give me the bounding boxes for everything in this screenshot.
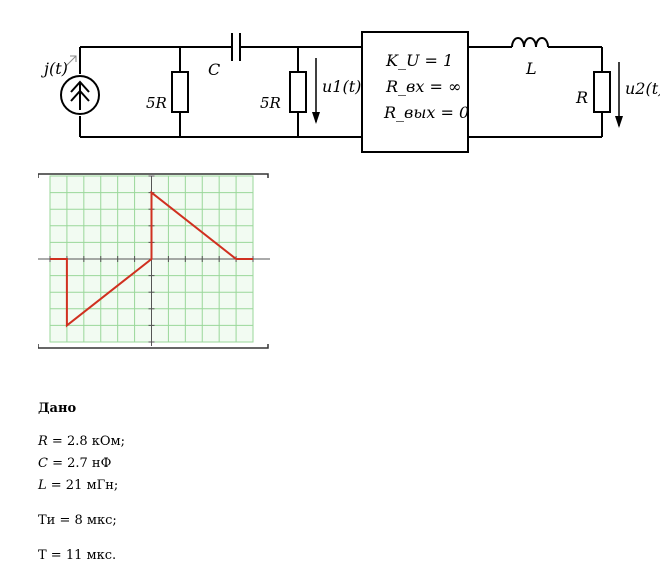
resistor-5r-2 — [289, 71, 307, 113]
t-value: = 11 мкс. — [46, 548, 117, 563]
given-t: T = 11 мкс. — [38, 548, 116, 563]
ti-symbol: Tи — [38, 513, 56, 528]
u2-arrowhead-icon — [615, 116, 623, 128]
r-value: = 2.8 кОм; — [47, 434, 126, 449]
inductor-symbol — [511, 37, 549, 48]
r2-label: 5R — [260, 94, 281, 112]
t-symbol: T — [38, 548, 47, 563]
inductor-label: L — [525, 59, 537, 78]
waveform-trace — [50, 190, 253, 328]
given-c: C = 2.7 нФ — [38, 456, 111, 471]
r1-label: 5R — [146, 94, 167, 112]
c-value: = 2.7 нФ — [47, 456, 112, 471]
r3-label: R — [575, 88, 588, 107]
u1-label: u1(t) — [322, 77, 361, 96]
u2-label: u2(t) — [625, 79, 660, 98]
current-source-symbol — [60, 75, 100, 115]
resistor-5r-1 — [171, 71, 189, 113]
source-label: j(t) — [41, 59, 68, 78]
oscillogram — [38, 173, 270, 349]
amplifier-gain: K_U = 1 — [385, 51, 453, 70]
c-symbol: C — [38, 456, 48, 471]
amplifier-block — [361, 31, 469, 153]
given-title: Дано — [38, 401, 77, 416]
amplifier-rin: R_вх = ∞ — [385, 77, 461, 96]
u1-arrowhead-icon — [312, 112, 320, 124]
capacitor-symbol — [231, 33, 241, 61]
ti-value: = 8 мкс; — [55, 513, 117, 528]
capacitor-label: C — [208, 60, 220, 79]
given-l: L = 21 мГн; — [38, 478, 118, 493]
circuit-diagram: j(t) 5R C 5R u1(t) K_U = 1 R_вх = ∞ R_вы… — [41, 31, 660, 153]
amplifier-rout: R_вых = 0 — [383, 103, 469, 122]
frame-brackets — [38, 173, 269, 349]
r-symbol: R — [38, 434, 48, 449]
l-symbol: L — [38, 478, 47, 493]
given-r: R = 2.8 кОм; — [38, 434, 125, 449]
given-ti: Tи = 8 мкс; — [38, 513, 117, 528]
source-arrow-icon — [65, 55, 77, 67]
l-value: = 21 мГн; — [46, 478, 119, 493]
resistor-r — [593, 71, 611, 113]
